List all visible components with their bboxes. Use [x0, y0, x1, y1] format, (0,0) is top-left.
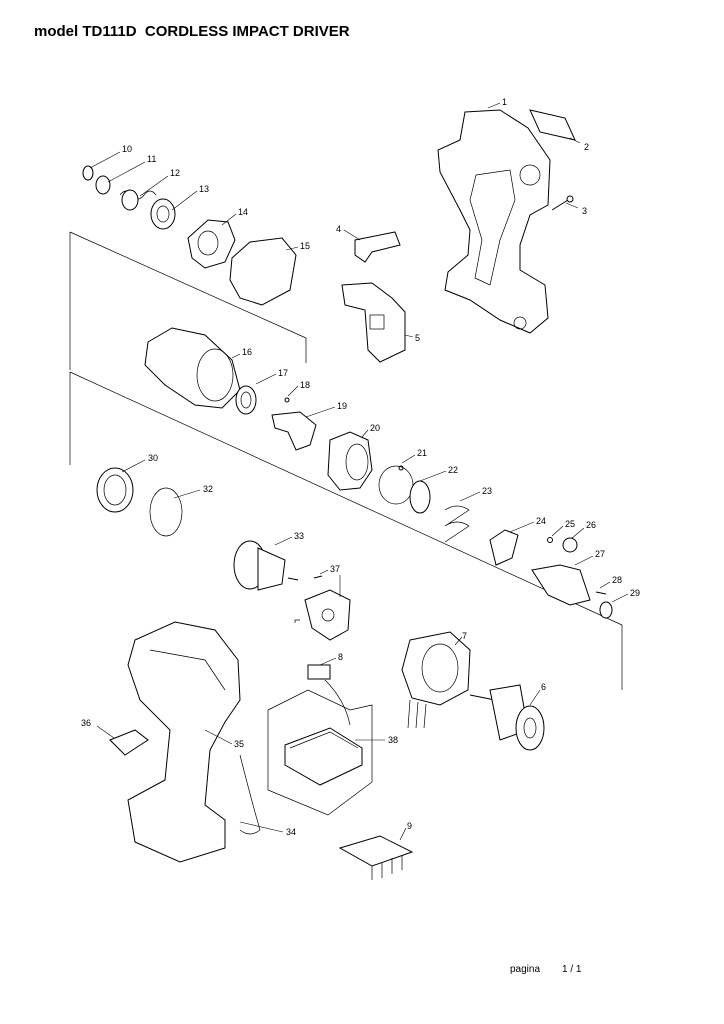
callout-27: 27: [595, 549, 605, 559]
callout-29: 29: [630, 588, 640, 598]
page-title: model TD111D CORDLESS IMPACT DRIVER: [34, 23, 350, 40]
callout-1: 1: [502, 97, 507, 107]
part-spindle-set: [235, 385, 317, 451]
callout-20: 20: [370, 423, 380, 433]
callout-3: 3: [582, 206, 587, 216]
part-screw: [551, 195, 574, 211]
callout-33: 33: [294, 531, 304, 541]
callout-32: 32: [203, 484, 213, 494]
part-small-rings: [82, 165, 176, 230]
callout-28: 28: [612, 575, 622, 585]
footer-label: pagina: [510, 964, 541, 975]
callout-14: 14: [238, 207, 248, 217]
page-number: 1 / 1: [562, 964, 582, 975]
callout-25: 25: [565, 519, 575, 529]
part-hammer-case: [144, 327, 241, 409]
callout-36: 36: [81, 718, 91, 728]
part-controller: [284, 727, 363, 786]
part-rotor: [469, 684, 545, 751]
callout-10: 10: [122, 144, 132, 154]
part-switch: [341, 282, 406, 363]
part-connector: [307, 664, 351, 726]
callout-12: 12: [170, 168, 180, 178]
callout-37: 37: [330, 564, 340, 574]
callout-23: 23: [482, 486, 492, 496]
callout-21: 21: [417, 448, 427, 458]
callout-34: 34: [286, 827, 296, 837]
callout-26: 26: [586, 520, 596, 530]
part-switch-lever: [354, 231, 401, 263]
part-bearing-box: [233, 540, 299, 591]
callout-30: 30: [148, 453, 158, 463]
part-terminal: [338, 835, 414, 880]
part-ring-gear: [96, 467, 183, 537]
callout-5: 5: [415, 333, 420, 343]
part-label-plate: [529, 109, 576, 141]
part-stator: [401, 631, 471, 729]
callout-38: 38: [388, 735, 398, 745]
callout-11: 11: [147, 154, 156, 164]
group-bracket-lines: [69, 231, 623, 816]
callout-8: 8: [338, 652, 343, 662]
part-sensor-plate: [304, 575, 351, 641]
callout-7: 7: [462, 631, 467, 641]
callout-35: 35: [234, 739, 244, 749]
callout-19: 19: [337, 401, 347, 411]
callout-18: 18: [300, 380, 310, 390]
callout-13: 13: [199, 184, 209, 194]
callout-22: 22: [448, 465, 458, 475]
callout-17: 17: [278, 368, 288, 378]
callout-9: 9: [407, 821, 412, 831]
part-housing: [437, 109, 551, 334]
part-hammer: [327, 431, 373, 491]
leader-lines: [89, 102, 629, 841]
callout-labels: 1 2 3 4 5 6 7 8 9 10 11 12 13 14 15 16 1…: [81, 97, 640, 837]
callout-15: 15: [300, 241, 310, 251]
part-housing-set: [109, 621, 261, 863]
callout-2: 2: [584, 142, 589, 152]
part-anvil-cover: [187, 219, 236, 269]
part-hammer-rings: [378, 465, 519, 566]
callout-6: 6: [541, 682, 546, 692]
callout-24: 24: [536, 516, 546, 526]
part-spindle-gear: [531, 537, 613, 619]
callout-4: 4: [336, 224, 341, 234]
callout-16: 16: [242, 347, 252, 357]
part-bumper: [229, 237, 297, 306]
